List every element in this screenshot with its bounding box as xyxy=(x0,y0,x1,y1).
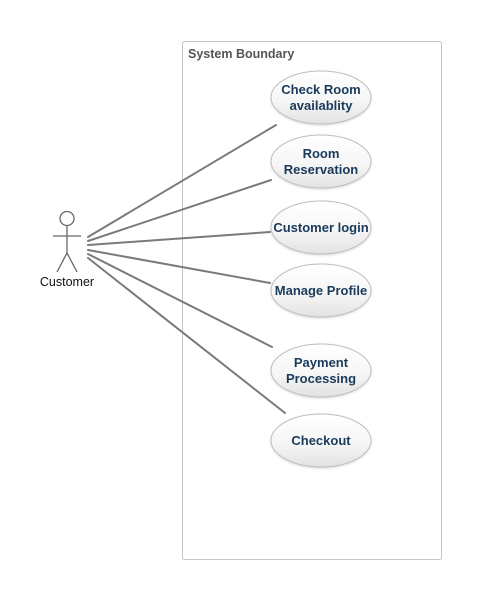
use-case-manage-profile: Manage Profile xyxy=(270,263,372,318)
use-case-ellipse xyxy=(270,134,372,189)
use-case-ellipse xyxy=(270,263,372,318)
use-case-label-line1: Check Room xyxy=(281,82,360,97)
actor-label: Customer xyxy=(40,275,94,289)
associations xyxy=(87,124,286,414)
use-case-label-line2: Reservation xyxy=(284,162,358,177)
use-case-label-line2: availablity xyxy=(290,98,354,113)
use-case-checkout: Checkout xyxy=(270,413,372,468)
association-customer-login xyxy=(87,231,271,246)
actor-right-leg xyxy=(66,252,78,273)
association-check-room xyxy=(87,124,277,238)
actor-left-leg xyxy=(56,252,68,273)
use-case-customer-login: Customer login xyxy=(270,200,372,255)
use-case-label-line1: Payment xyxy=(294,355,349,370)
use-case-label-line1: Checkout xyxy=(291,433,351,448)
use-case-label-line1: Manage Profile xyxy=(275,283,367,298)
actor-customer xyxy=(53,210,81,273)
association-checkout xyxy=(87,257,286,414)
association-room-reservation xyxy=(87,179,272,242)
use-case-ellipse xyxy=(270,343,372,398)
use-case-check-room-availability: Check Room availablity xyxy=(270,70,372,125)
use-case-ellipse xyxy=(270,200,372,255)
use-case-label-line2: Processing xyxy=(286,371,356,386)
association-payment-processing xyxy=(87,253,273,348)
use-case-label-line1: Customer login xyxy=(273,220,368,235)
actor-head xyxy=(59,210,75,227)
system-boundary-title: System Boundary xyxy=(188,47,294,61)
use-case-payment-processing: Payment Processing xyxy=(270,343,372,398)
association-manage-profile xyxy=(87,249,271,284)
use-case-ellipse xyxy=(270,70,372,125)
use-case-label-line1: Room xyxy=(303,146,340,161)
use-case-room-reservation: Room Reservation xyxy=(270,134,372,189)
use-case-ellipse xyxy=(270,413,372,468)
